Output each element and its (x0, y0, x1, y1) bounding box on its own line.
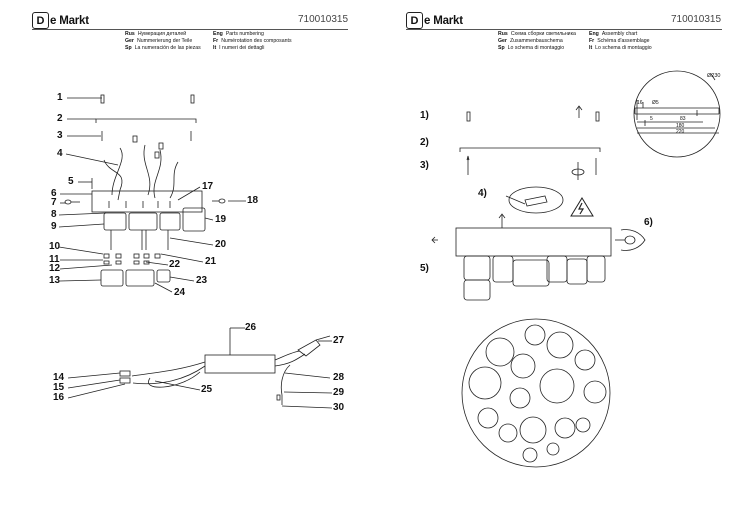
dimension-label: 5 (650, 116, 653, 122)
logo-mark: D (406, 12, 423, 29)
assembly-step: 3) (420, 160, 429, 171)
document-number: 710010315 (298, 14, 349, 25)
part-number: 14 (53, 372, 65, 383)
part-number: 15 (53, 382, 65, 393)
header-divider (406, 29, 722, 30)
part-number: 5 (68, 176, 74, 187)
part-number: 9 (51, 221, 57, 232)
dimension-label: Ø5 (652, 100, 659, 106)
part-number: 25 (201, 384, 213, 395)
dimension-label: 180 (676, 123, 685, 129)
part-number: 29 (333, 387, 345, 398)
part-number: 27 (333, 335, 345, 346)
part-number: 12 (49, 263, 61, 274)
dimension-label: 83 (680, 116, 686, 122)
logo-mark: D (32, 12, 49, 29)
logo-text: e Markt (424, 14, 463, 27)
part-number: 13 (49, 275, 61, 286)
part-number: 20 (215, 239, 227, 250)
part-number: 16 (53, 392, 65, 403)
part-number: 8 (51, 209, 57, 220)
part-number: 22 (169, 259, 181, 270)
document-number: 710010315 (671, 14, 722, 25)
part-number: 30 (333, 402, 345, 413)
part-number: 21 (205, 256, 217, 267)
dimension-label: Ø230 (707, 73, 721, 79)
assembly-step: 6) (644, 217, 653, 228)
brand-logo-right: D e Markt (406, 12, 463, 29)
brand-logo-left: D e Markt (32, 12, 89, 29)
logo-text: e Markt (50, 14, 89, 27)
assembly-step: 2) (420, 137, 429, 148)
part-number: 17 (202, 181, 214, 192)
part-number: 26 (245, 322, 257, 333)
assembly-step: 5) (420, 263, 429, 274)
part-number: 3 (57, 130, 63, 141)
parts-numbering-diagram (58, 94, 333, 409)
part-number: 23 (196, 275, 208, 286)
part-number: 19 (215, 214, 227, 225)
part-number: 1 (57, 92, 63, 103)
part-number: 7 (51, 197, 57, 208)
part-number: 2 (57, 113, 63, 124)
part-number: 4 (57, 148, 63, 159)
dimension-label: 220 (676, 129, 685, 135)
part-number: 6 (51, 188, 57, 199)
header-divider (32, 29, 348, 30)
part-number: 24 (174, 287, 186, 298)
assembly-step: 1) (420, 110, 429, 121)
part-number: 10 (49, 241, 61, 252)
part-number: 18 (247, 195, 259, 206)
part-number: 11 (49, 254, 60, 265)
dimension-label: 16 (637, 100, 643, 106)
assembly-chart-diagram (431, 70, 721, 468)
assembly-step: 4) (478, 188, 487, 199)
part-number: 28 (333, 372, 345, 383)
